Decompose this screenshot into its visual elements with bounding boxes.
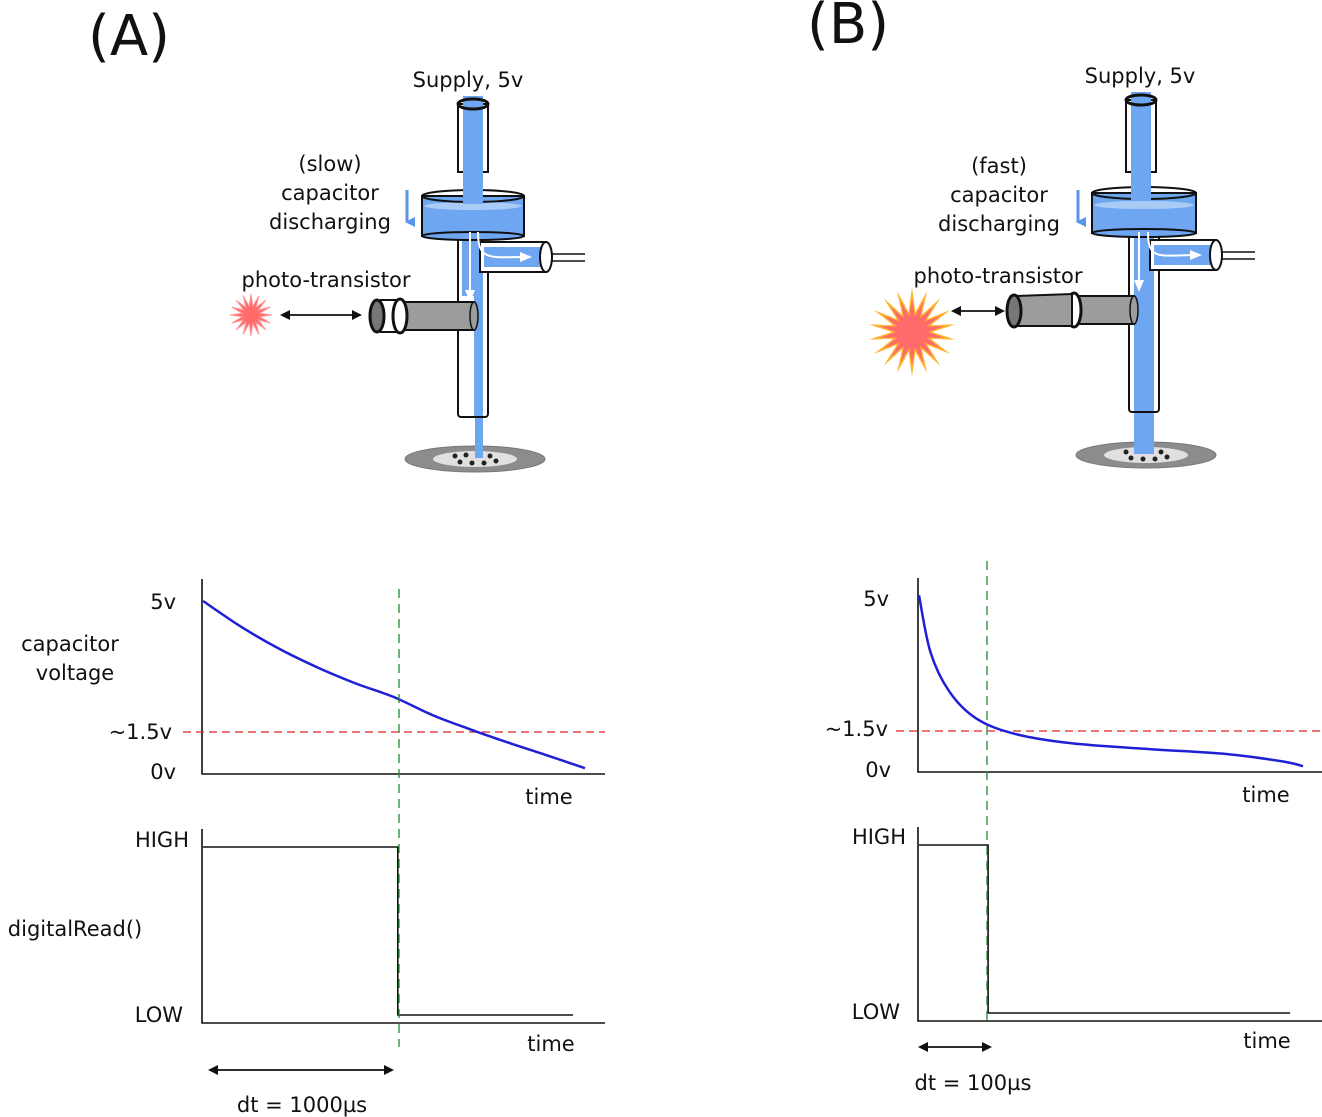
panel-a: (A) Supply, 5v (slow) capacitor discharg… — [8, 4, 605, 1117]
discharging-label-b: discharging — [938, 212, 1060, 236]
ground-drain-b — [1075, 441, 1217, 469]
y-axis-title-capacitor-a: capacitor — [21, 632, 119, 656]
dt-label-a: dt = 1000µs — [237, 1093, 367, 1117]
capacitor-cylinder-b — [1091, 168, 1197, 238]
tick-label-threshold-a: ~1.5v — [109, 720, 172, 744]
voltage-axes-b — [917, 578, 1322, 773]
capacitor-cylinder-a — [421, 170, 525, 241]
apparatus-a: Supply, 5v (slow) capacitor discharging … — [229, 68, 585, 473]
y-axis-title-digitalread: digitalRead() — [8, 917, 142, 941]
capacitor-label-b: capacitor — [950, 183, 1048, 207]
x-axis-label-time-digital-a: time — [527, 1032, 574, 1056]
digital-axes-a — [201, 829, 605, 1024]
apparatus-b: Supply, 5v (fast) capacitor discharging … — [868, 64, 1255, 469]
sensor-label-a: photo-transistor — [241, 268, 410, 292]
phototransistor-a — [368, 297, 479, 335]
flow-arrow-side-b — [1147, 231, 1202, 261]
x-axis-label-time-voltage-a: time — [525, 785, 572, 809]
light-flash-large-inner — [879, 299, 945, 365]
voltage-curve-b — [917, 594, 1304, 768]
digital-axes-b — [917, 827, 1322, 1022]
voltage-axes-a — [201, 579, 605, 775]
panel-b: (B) Supply, 5v (fast) capacitor discharg… — [807, 0, 1322, 1095]
supply-label-b: Supply, 5v — [1085, 64, 1196, 88]
speed-label-a: (slow) — [298, 152, 361, 176]
voltage-chart-a: capacitor voltage 5v ~1.5v 0v time — [21, 579, 605, 809]
tick-label-high-a: HIGH — [135, 828, 189, 852]
tick-label-5v-a: 5v — [150, 590, 176, 614]
voltage-chart-b: 5v ~1.5v 0v time — [825, 578, 1322, 807]
capacitor-label-a: capacitor — [281, 181, 379, 205]
tick-label-0v-b: 0v — [865, 758, 891, 782]
panel-b-label: (B) — [807, 0, 889, 57]
ground-drain-a — [404, 445, 546, 473]
y-axis-title-voltage-a: voltage — [36, 661, 114, 685]
main-tube-b — [1128, 231, 1160, 413]
digital-signal-a — [203, 846, 573, 1016]
x-axis-label-time-voltage-b: time — [1242, 783, 1289, 807]
tick-label-low-b: LOW — [852, 1000, 900, 1024]
voltage-curve-a — [202, 599, 586, 770]
tick-label-0v-a: 0v — [150, 760, 176, 784]
tick-label-high-b: HIGH — [852, 825, 906, 849]
digital-signal-b — [919, 844, 1290, 1014]
phototransistor-b — [1005, 291, 1139, 329]
supply-label-a: Supply, 5v — [413, 68, 524, 92]
discharging-label-a: discharging — [269, 210, 391, 234]
tick-label-threshold-b: ~1.5v — [825, 717, 888, 741]
dt-label-b: dt = 100µs — [915, 1071, 1032, 1095]
tick-label-low-a: LOW — [135, 1003, 183, 1027]
x-axis-label-time-digital-b: time — [1243, 1029, 1290, 1053]
sensor-label-b: photo-transistor — [913, 264, 1082, 288]
speed-label-b: (fast) — [971, 154, 1027, 178]
digital-chart-b: HIGH LOW time — [852, 825, 1322, 1053]
light-flash-small — [229, 293, 273, 337]
digital-chart-a: HIGH digitalRead() LOW time — [8, 828, 605, 1056]
panel-a-label: (A) — [88, 4, 170, 69]
tick-label-5v-b: 5v — [863, 587, 889, 611]
flow-arrow-side-a — [477, 231, 532, 263]
